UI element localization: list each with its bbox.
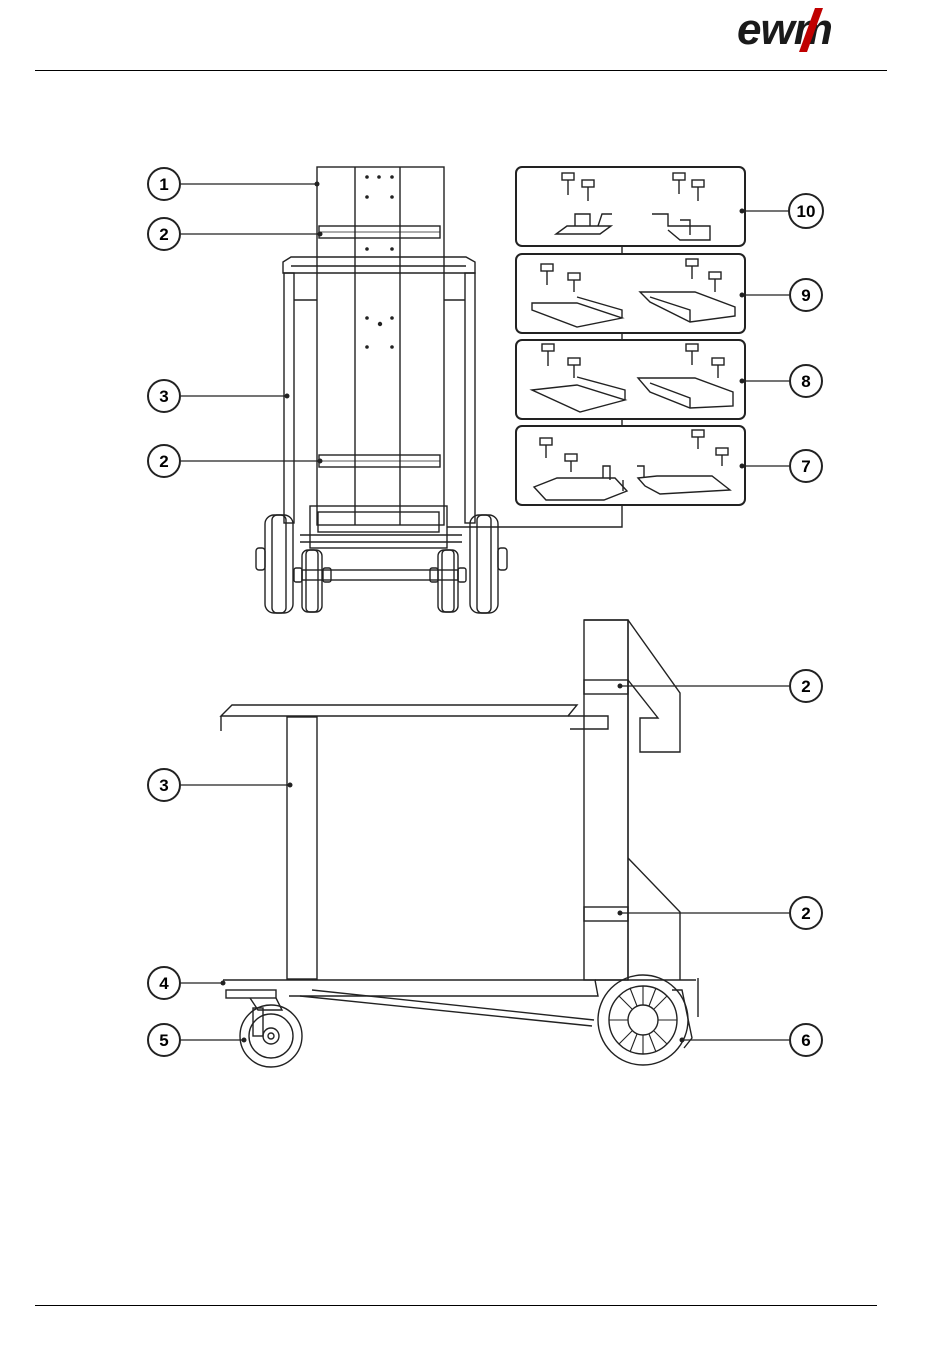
callout-label: 10	[797, 202, 816, 221]
callout-label: 2	[801, 904, 810, 923]
callout-label: 3	[159, 387, 168, 406]
callout-label: 9	[801, 286, 810, 305]
callout-label: 7	[801, 457, 810, 476]
kit-panels	[516, 167, 745, 505]
callout-label: 2	[801, 677, 810, 696]
callout-label: 2	[159, 452, 168, 471]
kit-7-parts	[534, 430, 730, 500]
callout-label: 6	[801, 1031, 810, 1050]
callout-label: 3	[159, 776, 168, 795]
callout-label: 8	[801, 372, 810, 391]
kit-9-parts	[532, 259, 735, 327]
kit-8-parts	[532, 344, 733, 412]
callout-label: 1	[159, 175, 168, 194]
callout-label: 2	[159, 225, 168, 244]
side-view	[221, 620, 698, 1067]
kit-10-parts	[556, 173, 710, 240]
callout-label: 5	[159, 1031, 168, 1050]
callout-label: 4	[159, 974, 169, 993]
